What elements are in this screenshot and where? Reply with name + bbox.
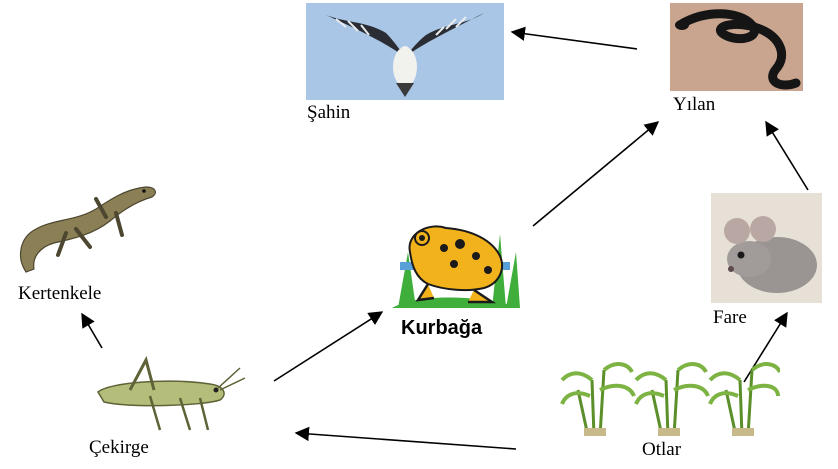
node-kertenkele: [6, 177, 164, 277]
lizard-icon: [6, 177, 164, 277]
grasshopper-icon: [90, 350, 248, 434]
label-otlar: Otlar: [642, 439, 681, 461]
node-cekirge: [90, 350, 248, 434]
label-cekirge: Çekirge: [89, 437, 149, 459]
mouse-icon: [711, 193, 822, 303]
snake-icon: [670, 3, 803, 91]
hawk-icon: [306, 3, 504, 100]
arrow-cekirge-to-kurbaga: [274, 312, 382, 381]
frog-icon: [388, 212, 524, 312]
label-fare: Fare: [713, 307, 747, 329]
arrow-yilan-to-sahin: [512, 32, 637, 49]
label-sahin: Şahin: [307, 102, 350, 124]
node-sahin: [306, 3, 504, 100]
label-yilan: Yılan: [673, 94, 715, 116]
arrow-otlar-to-cekirge: [296, 433, 516, 449]
arrow-kurbaga-to-yilan: [533, 122, 658, 226]
node-fare: [711, 193, 822, 303]
arrow-fare-to-yilan: [766, 122, 808, 190]
grass-icon: [560, 350, 780, 436]
node-yilan: [670, 3, 803, 91]
node-kurbaga: [388, 212, 524, 312]
node-otlar: [560, 350, 780, 436]
label-kurbaga: Kurbağa: [401, 317, 482, 340]
label-kertenkele: Kertenkele: [18, 283, 101, 305]
arrow-cekirge-to-kertenkele: [82, 314, 102, 348]
